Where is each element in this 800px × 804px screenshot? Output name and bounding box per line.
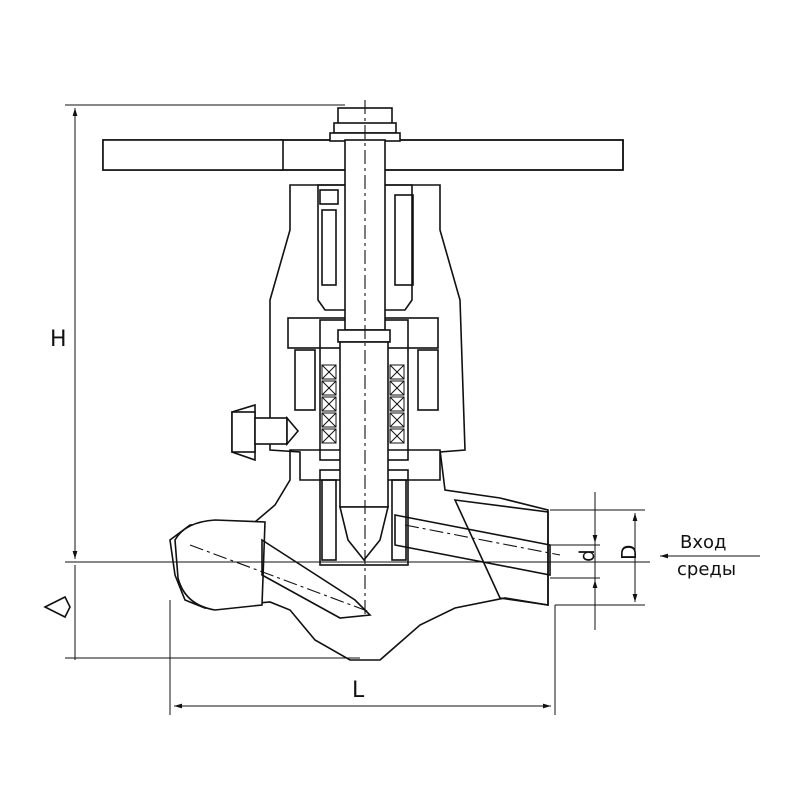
outlet-axis [404, 524, 561, 556]
flow-label-line1: Вход [680, 532, 726, 553]
dimension-d-small: d [550, 492, 600, 630]
dimension-offset [43, 565, 360, 660]
dimension-d-large: D [550, 509, 645, 606]
flow-direction: Вход среды [660, 532, 760, 580]
packing-left [321, 364, 337, 444]
dimension-l: L [169, 600, 556, 715]
dimension-h: H [50, 104, 345, 563]
valve-body [169, 449, 551, 661]
flow-label-line2: среды [677, 559, 736, 580]
dimension-d-large-label: D [617, 545, 641, 560]
yoke [269, 184, 466, 481]
dimension-l-label: L [352, 678, 365, 703]
dimension-d-small-label: d [575, 549, 599, 562]
side-bolt [231, 403, 300, 462]
dimension-h-label: H [50, 327, 67, 352]
inlet-axis [189, 544, 371, 613]
packing-right [389, 364, 405, 444]
stem [337, 100, 391, 615]
